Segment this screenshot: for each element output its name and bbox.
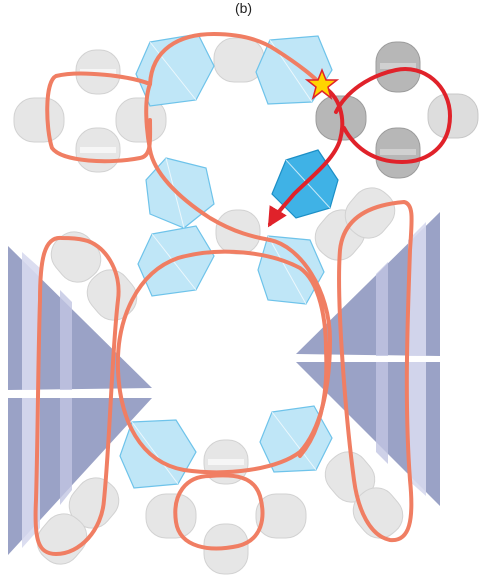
bead-top-center: [214, 38, 264, 82]
crystal-beads: [120, 34, 338, 488]
crystal-right-upper-ring: [258, 236, 324, 304]
crystal-left-upper-ring: [138, 226, 214, 296]
